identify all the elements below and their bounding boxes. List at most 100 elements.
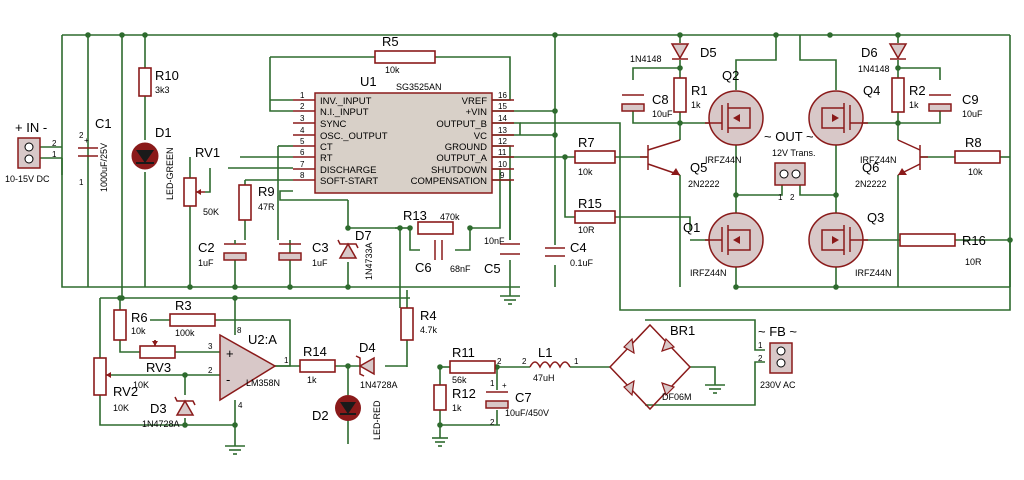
r15-value: 10R <box>578 225 595 235</box>
r6-value: 10k <box>131 326 146 336</box>
c6-value: 68nF <box>450 264 471 274</box>
rv2-ref: RV2 <box>113 384 138 399</box>
u1-pin-label: N.I._INPUT <box>320 107 369 118</box>
resistor-r10: R10 3k3 <box>138 67 179 97</box>
resistor-r6: R6 10k <box>113 309 148 341</box>
svg-text:8: 8 <box>300 171 305 180</box>
ground-symbol <box>705 384 725 394</box>
q5-ref: Q5 <box>690 160 707 175</box>
capacitor-c6: C6 68nF <box>415 240 471 275</box>
r13-value: 470k <box>440 212 460 222</box>
svg-text:+: + <box>226 346 234 361</box>
u1-pin-label: OSC._OUTPUT <box>320 131 388 142</box>
r7-value: 10k <box>578 167 593 177</box>
q5-value: 2N2222 <box>688 179 720 189</box>
r12-value: 1k <box>452 403 462 413</box>
out-connector-desc: 12V Trans. <box>772 148 816 158</box>
led-d1: D1 LED-GREEN <box>131 125 175 200</box>
in-pin-2: 2 <box>52 139 57 148</box>
out-pin-2: 2 <box>790 193 795 202</box>
c2-ref: C2 <box>198 240 215 255</box>
q6-value: 2N2222 <box>855 179 887 189</box>
bjt-q6: Q6 2N2222 <box>855 139 928 189</box>
svg-text:16: 16 <box>498 91 507 100</box>
c8-value: 10uF <box>652 109 673 119</box>
svg-text:-: - <box>226 372 230 387</box>
svg-text:14: 14 <box>498 114 507 123</box>
q4-ref: Q4 <box>863 83 880 98</box>
u1-pin-label: COMPENSATION <box>411 176 487 187</box>
c8-ref: C8 <box>652 92 669 107</box>
r2-ref: R2 <box>909 83 926 98</box>
wires <box>40 34 1011 440</box>
r4-ref: R4 <box>420 308 437 323</box>
capacitor-c9: C9 10uF <box>928 92 983 119</box>
in-connector-desc: 10-15V DC <box>5 174 50 184</box>
r8-value: 10k <box>968 167 983 177</box>
c3-ref: C3 <box>312 240 329 255</box>
svg-text:3: 3 <box>208 342 213 351</box>
u1-left-pins: 1 2 3 4 5 6 7 8 INV._INPUT N.I._INPUT SY… <box>293 91 388 187</box>
d5-value: 1N4148 <box>630 54 662 64</box>
resistor-r15: R15 10R <box>574 196 616 235</box>
r14-value: 1k <box>307 375 317 385</box>
out-connector-title: ~ OUT ~ <box>764 129 814 144</box>
c7-ref: C7 <box>515 390 532 405</box>
u1-pin-label: OUTPUT_A <box>436 153 487 164</box>
d5-ref: D5 <box>700 45 717 60</box>
u2-part: LM358N <box>246 378 280 388</box>
c1-ref: C1 <box>95 116 112 131</box>
svg-text:2: 2 <box>758 354 763 363</box>
svg-text:8: 8 <box>237 326 242 335</box>
capacitor-c1: + C1 1000uF/25V 2 1 <box>78 116 112 192</box>
r12-ref: R12 <box>452 386 476 401</box>
u1-pin-label: OUTPUT_B <box>436 119 487 130</box>
ground-symbol <box>225 440 245 455</box>
c2-value: 1uF <box>198 258 214 268</box>
r10-value: 3k3 <box>155 85 170 95</box>
diode-d5: D5 1N4148 <box>630 43 717 64</box>
rv1-ref: RV1 <box>195 145 220 160</box>
svg-text:1: 1 <box>490 379 495 388</box>
resistor-r13: R13 470k <box>403 208 460 235</box>
ground-symbol <box>500 290 520 305</box>
q1-ref: Q1 <box>683 220 700 235</box>
c1-value: 1000uF/25V <box>99 143 109 192</box>
resistor-r16: R16 10R <box>899 233 986 267</box>
r5-ref: R5 <box>382 34 399 49</box>
zener-d4: D4 1N4728A <box>355 340 398 390</box>
u1-pin-label: DISCHARGE <box>320 165 376 176</box>
svg-text:1: 1 <box>300 91 305 100</box>
svg-text:4: 4 <box>300 126 305 135</box>
c6-ref: C6 <box>415 260 432 275</box>
u1-pin-label: VREF <box>462 96 488 107</box>
d6-value: 1N4148 <box>858 64 890 74</box>
r14-ref: R14 <box>303 344 327 359</box>
c9-ref: C9 <box>962 92 979 107</box>
resistor-r8: R8 10k <box>954 135 1001 177</box>
u1-pin-label: +VIN <box>466 107 488 118</box>
bridge-br1: BR1 DF06M <box>608 323 695 411</box>
resistor-r11: R11 56k 2 <box>449 345 502 385</box>
r15-ref: R15 <box>578 196 602 211</box>
u1-pin-label: SHUTDOWN <box>431 165 487 176</box>
u1-pin-label: SYNC <box>320 119 347 130</box>
u1-pin-label: SOFT-START <box>320 176 378 187</box>
rv1-value: 50K <box>203 207 219 217</box>
in-connector: + IN - 10-15V DC 2 1 <box>5 120 57 184</box>
r4-value: 4.7k <box>420 325 438 335</box>
capacitor-c2: C2 1uF <box>198 240 247 268</box>
capacitor-c7: + C7 10uF/450V 1 2 <box>485 379 549 427</box>
fb-connector-desc: 230V AC <box>760 380 796 390</box>
svg-text:2: 2 <box>208 366 213 375</box>
in-connector-title: + IN - <box>15 120 47 135</box>
mosfet-q4: Q4 IRFZ44N <box>808 83 897 165</box>
u1-pin-label: INV._INPUT <box>320 96 372 107</box>
d7-ref: D7 <box>355 228 372 243</box>
out-connector: ~ OUT ~ 12V Trans. 1 2 <box>764 129 816 202</box>
pot-rv2: RV2 10K <box>93 357 138 413</box>
resistor-r14: R14 1k <box>299 344 336 385</box>
d2-ref: D2 <box>312 408 329 423</box>
c5-value: 10nF <box>484 236 505 246</box>
